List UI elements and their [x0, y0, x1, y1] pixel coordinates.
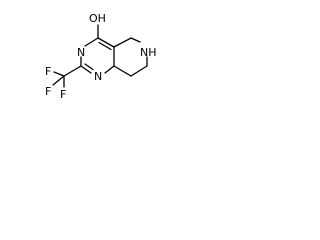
bond-c4-n3: [84, 37, 99, 47]
bond-c8-c8a: [113, 65, 132, 77]
bond-n1-c8a: [104, 65, 115, 74]
atom-label-nh: NH: [140, 46, 157, 59]
molecule-structure: OH N N NH F F F: [45, 12, 157, 101]
bond-c4a-c5: [113, 37, 132, 48]
bond-c4-c4a-inner: [98, 41, 112, 51]
atom-label-n3: N: [77, 46, 85, 59]
bond-cf3-f-left: [53, 71, 65, 77]
bond-c2-n1-inner: [84, 63, 94, 71]
bond-c2-cf3: [63, 65, 82, 77]
atom-label-f-bottom-left: F: [45, 85, 51, 98]
bond-c7-c8: [130, 65, 148, 77]
bond-c5-n6: [130, 37, 141, 43]
bond-lines: [52, 24, 148, 88]
atom-labels: OH N N NH F F F: [45, 12, 157, 101]
atom-label-hydroxyl: OH: [89, 12, 106, 25]
bond-c2-n1: [80, 65, 92, 74]
atom-label-f-bottom: F: [60, 88, 66, 101]
atom-label-n1: N: [94, 70, 102, 83]
bond-cf3-f-bottom-left: [52, 75, 65, 86]
atom-label-f-left: F: [45, 65, 51, 78]
bond-c4-c4a: [97, 37, 115, 48]
